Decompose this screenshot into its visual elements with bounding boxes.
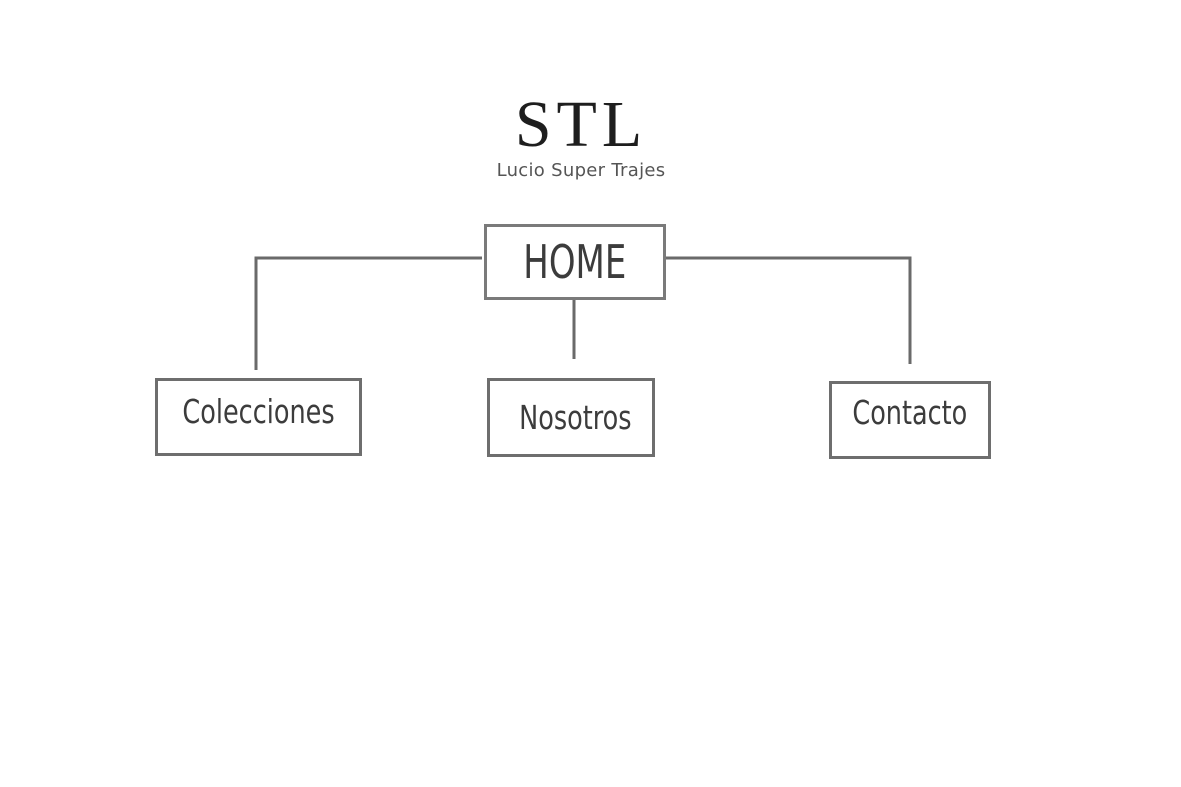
contacto-node-label: Contacto (852, 392, 968, 432)
home-node-label: HOME (523, 235, 627, 289)
colecciones-node[interactable]: Colecciones (155, 378, 362, 456)
contacto-node[interactable]: Contacto (829, 381, 991, 459)
home-node[interactable]: HOME (484, 224, 666, 300)
brand-logo: STL (514, 88, 648, 161)
colecciones-node-label: Colecciones (182, 391, 335, 431)
brand-tagline: Lucio Super Trajes (496, 160, 666, 181)
connector-home-colecciones (254, 256, 482, 370)
nosotros-node-label: Nosotros (518, 398, 632, 437)
nosotros-node[interactable]: Nosotros (487, 378, 655, 457)
connector-home-contacto (666, 256, 912, 364)
